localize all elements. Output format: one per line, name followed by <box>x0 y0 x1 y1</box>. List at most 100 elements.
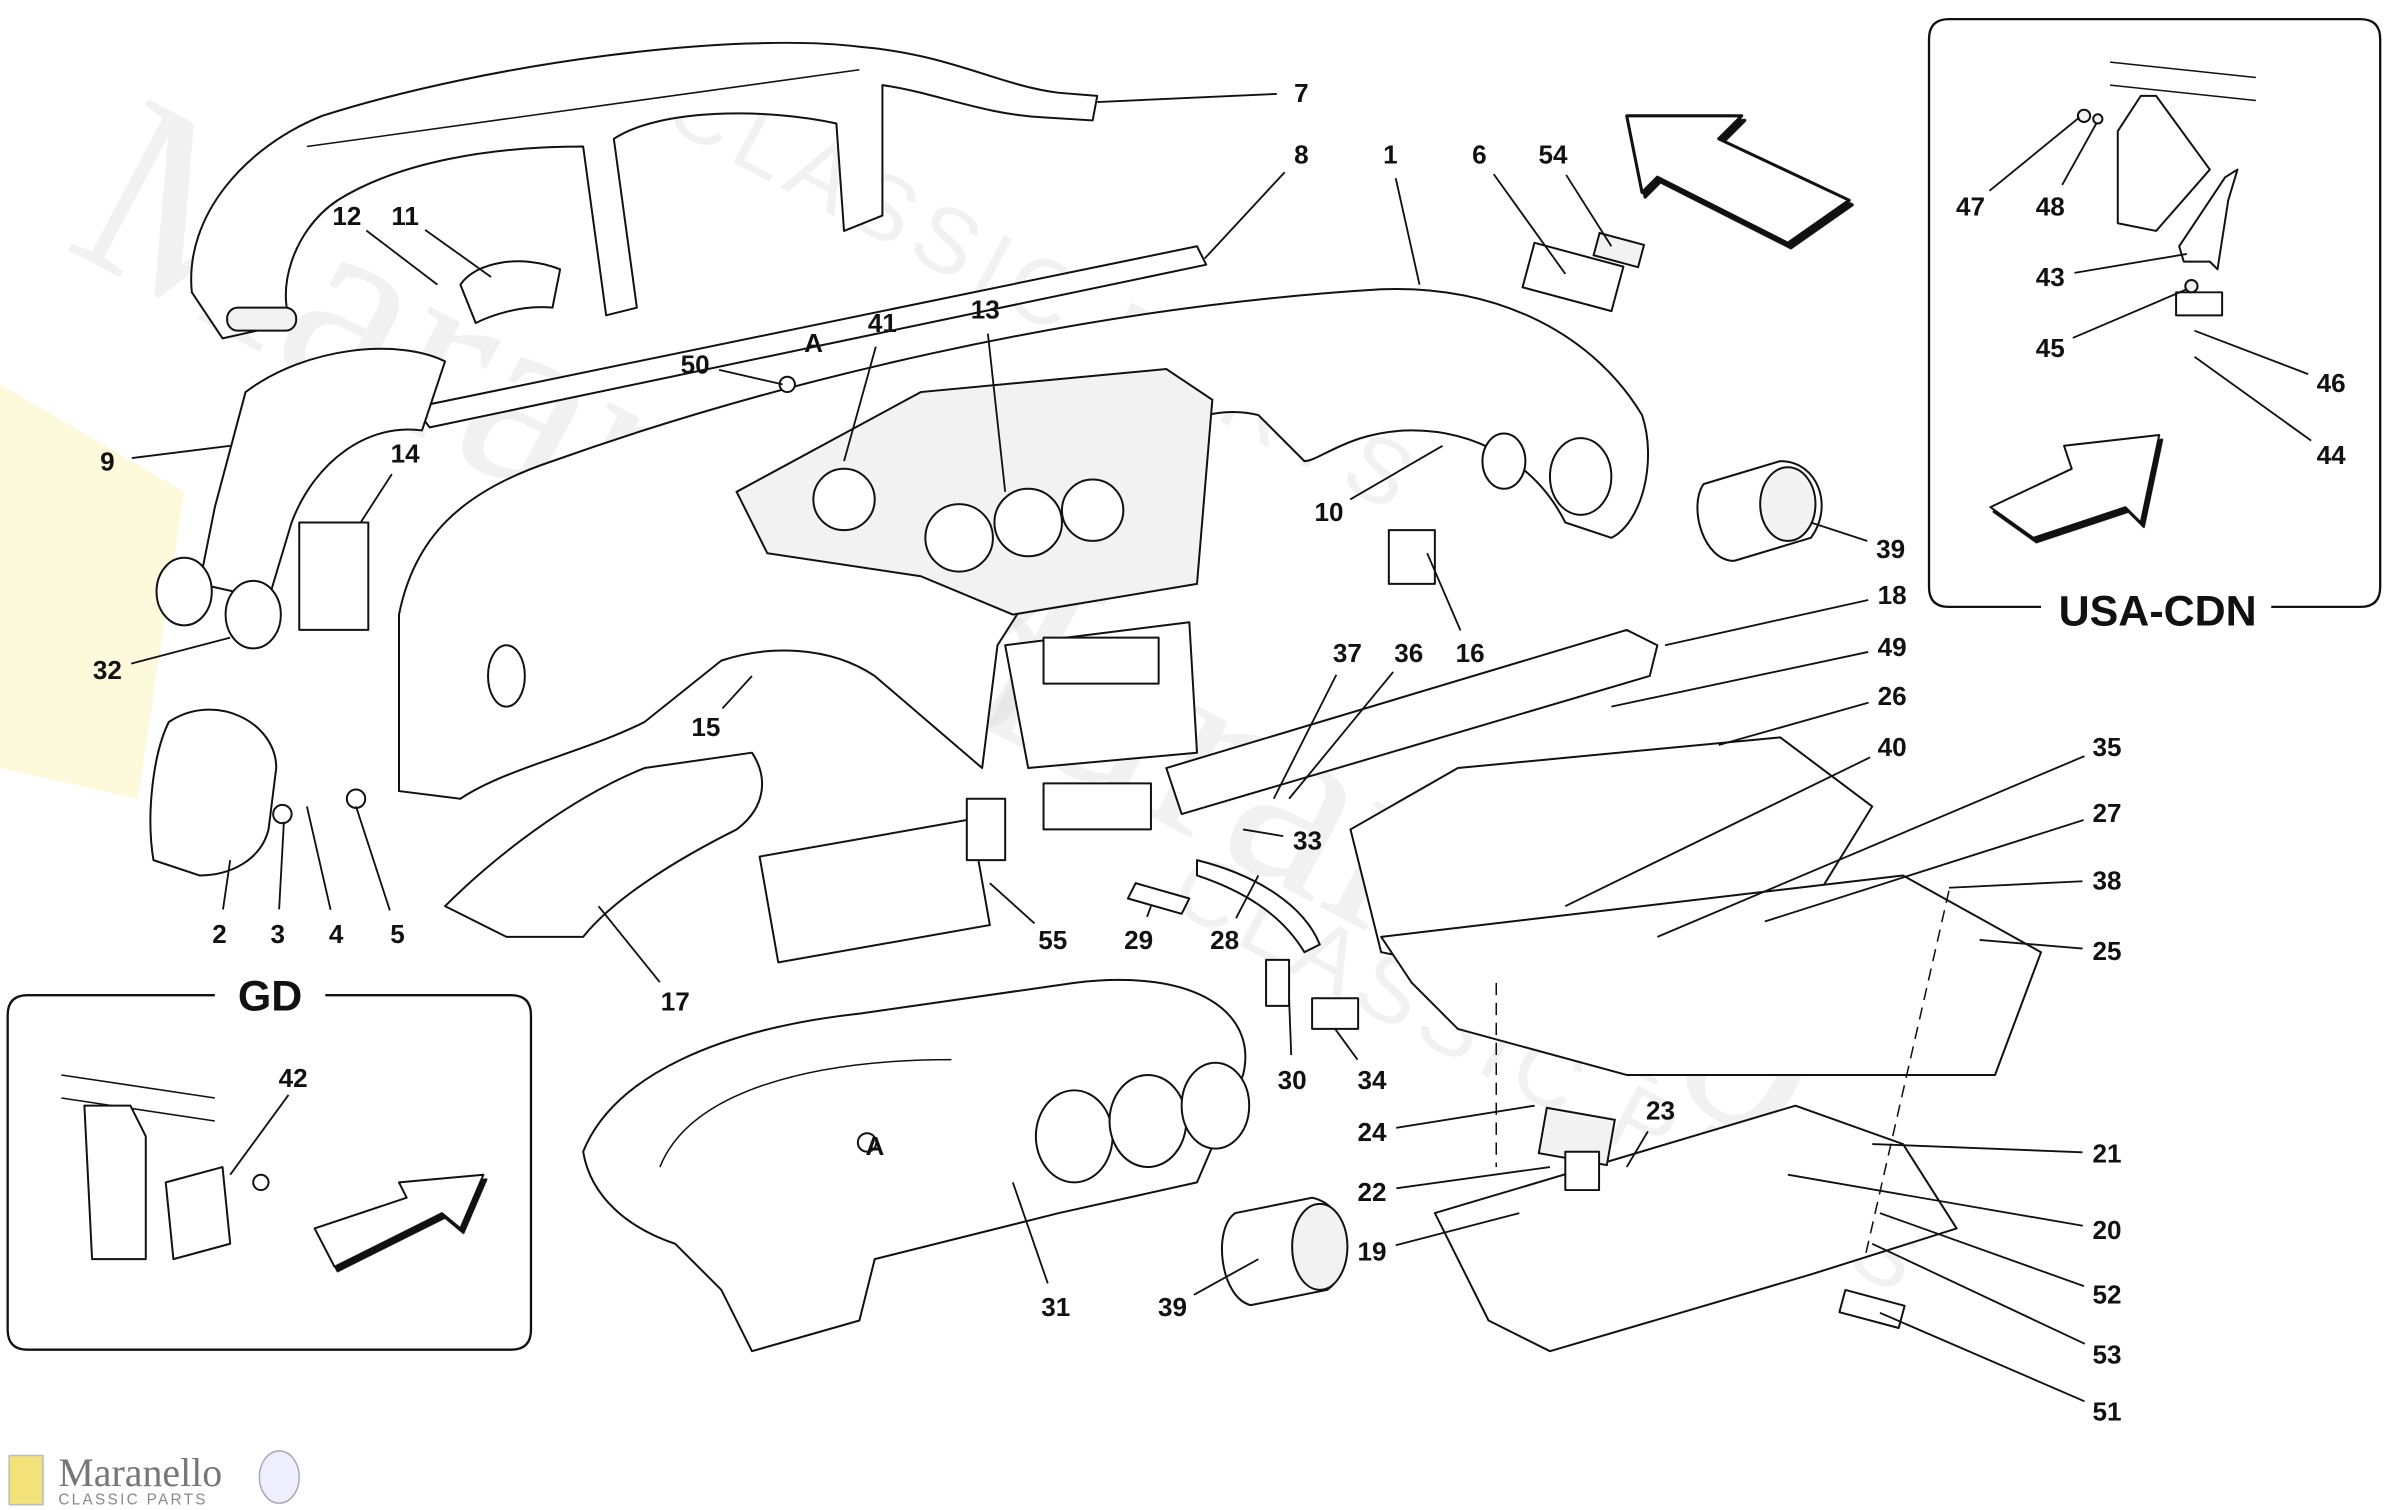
callout-1: 1 <box>1383 139 1398 169</box>
leader-line <box>1879 1212 2085 1288</box>
leader-line <box>1242 828 1284 838</box>
leader-line <box>843 346 877 462</box>
logo-name: Maranello <box>58 1450 222 1495</box>
leader-line <box>1396 1166 1551 1190</box>
callout-48: 48 <box>2036 192 2065 222</box>
dashboard-panel <box>398 288 1649 800</box>
leader-line <box>1288 998 1293 1056</box>
leader-line <box>1979 939 2083 950</box>
callout-9: 9 <box>100 446 115 476</box>
callout-49: 49 <box>1878 632 1907 662</box>
inset-usa-cdn-title: USA-CDN <box>2059 587 2257 635</box>
callout-43: 43 <box>2036 262 2065 292</box>
air-vent-39 <box>1696 460 1823 562</box>
leader-line <box>359 473 393 524</box>
leader-line <box>424 229 492 278</box>
inset-gd: GD 42 <box>6 973 533 1351</box>
leader-line <box>1193 1258 1259 1296</box>
callout-54: 54 <box>1539 139 1569 169</box>
leader-line <box>1872 1143 2083 1154</box>
leader-line <box>1787 1173 2083 1227</box>
callout-4: 4 <box>329 919 344 949</box>
leader-line <box>1764 819 2084 923</box>
callout-38: 38 <box>2093 865 2122 895</box>
callout-45: 45 <box>2036 333 2065 363</box>
callout-52: 52 <box>2093 1280 2122 1310</box>
callout-32: 32 <box>93 655 122 685</box>
inset-gd-title: GD <box>238 973 302 1021</box>
leader-line <box>1492 173 1567 275</box>
callout-37: 37 <box>1333 638 1362 668</box>
callout-53: 53 <box>2093 1339 2122 1369</box>
callout-23: 23 <box>1646 1095 1675 1125</box>
upper-air-duct <box>190 41 1099 340</box>
leader-line <box>2061 123 2098 186</box>
callout-47: 47 <box>1956 192 1985 222</box>
callout-50: 50 <box>681 350 710 380</box>
leader-line <box>721 675 753 710</box>
leader-line <box>1564 756 1871 907</box>
callout-3: 3 <box>271 919 286 949</box>
maranello-logo: Maranello CLASSIC PARTS <box>8 1450 301 1509</box>
callout-34: 34 <box>1357 1065 1387 1095</box>
callout-44: 44 <box>2317 440 2347 470</box>
leader-line <box>597 905 661 983</box>
leader-line <box>130 636 231 665</box>
callout-31: 31 <box>1041 1292 1070 1322</box>
leader-line <box>1097 93 1277 103</box>
leader-line <box>306 806 332 911</box>
callout-55: 55 <box>1038 925 1067 955</box>
callout-35: 35 <box>2093 732 2122 762</box>
callout-36: 36 <box>1394 638 1423 668</box>
callout-30: 30 <box>1278 1065 1307 1095</box>
leader-line <box>1879 1311 2085 1403</box>
callout-8: 8 <box>1294 139 1309 169</box>
leader-line <box>1871 1242 2086 1345</box>
leader-line <box>1988 116 2080 192</box>
callout-39: 39 <box>1158 1292 1187 1322</box>
leader-line <box>1334 1028 1359 1061</box>
callout-2: 2 <box>212 919 227 949</box>
leader-line <box>1146 905 1152 918</box>
small-parts <box>272 231 1906 1330</box>
instrument-binnacle <box>582 978 1251 1353</box>
callout-15: 15 <box>691 712 720 742</box>
callout-12: 12 <box>332 201 361 231</box>
callout-17: 17 <box>661 987 690 1017</box>
lower-trim <box>444 751 764 938</box>
callout-26: 26 <box>1878 681 1907 711</box>
left-duct <box>155 260 562 650</box>
leader-line <box>986 333 1007 492</box>
leader-line <box>989 882 1036 925</box>
leader-line <box>1203 171 1286 260</box>
leader-line <box>1426 552 1462 631</box>
leader-line <box>1288 671 1394 800</box>
leader-line <box>1235 875 1260 919</box>
leader-line <box>1611 651 1869 708</box>
callout-6: 6 <box>1472 139 1487 169</box>
callout-33: 33 <box>1293 825 1322 855</box>
leader-line <box>1349 444 1444 501</box>
leader-line <box>278 821 285 910</box>
callout-11: 11 <box>391 201 419 231</box>
leader-line <box>1948 880 2083 889</box>
leader-line <box>1395 1212 1520 1247</box>
callout-46: 46 <box>2317 368 2346 398</box>
callout-42: 42 <box>279 1063 308 1093</box>
glovebox-frame <box>1380 874 2043 1076</box>
logo-sub: CLASSIC PARTS <box>58 1492 207 1509</box>
callout-18: 18 <box>1878 580 1907 610</box>
callout-40: 40 <box>1878 732 1907 762</box>
leader-line <box>1011 1182 1049 1284</box>
callout-14: 14 <box>391 439 421 469</box>
section-marker-a: A <box>804 328 823 358</box>
callout-19: 19 <box>1357 1237 1386 1267</box>
callout-41: 41 <box>868 308 897 338</box>
callout-24: 24 <box>1357 1117 1387 1147</box>
leader-line <box>1396 1104 1535 1129</box>
callout-28: 28 <box>1210 925 1239 955</box>
callout-5: 5 <box>390 919 405 949</box>
callout-10: 10 <box>1314 497 1343 527</box>
